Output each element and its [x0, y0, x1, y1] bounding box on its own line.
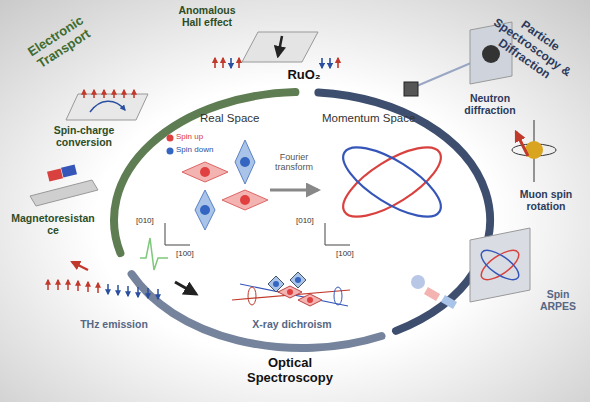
axis-label: [010] — [136, 216, 166, 225]
panel-title: Real Space — [200, 112, 280, 125]
method-label: Magnetoresistance — [10, 212, 96, 236]
magnet-device — [30, 164, 98, 206]
muon-sphere — [512, 120, 556, 182]
axes — [165, 223, 350, 245]
spin-legend: Spin down — [176, 145, 226, 154]
fourier-arrow — [270, 189, 318, 192]
method-label: Anomalous Hall effect — [170, 4, 244, 28]
method-label: X-ray dichroism — [236, 318, 348, 330]
axis-label: [100] — [176, 249, 206, 258]
section-title: Particle Spectroscopy & Diffraction — [481, 3, 583, 92]
spin-charge-device — [66, 90, 148, 120]
transport-arc — [114, 92, 295, 253]
particle-arc — [318, 93, 490, 331]
arpes-panel — [411, 228, 530, 309]
optical-arc — [132, 274, 382, 348]
section-title: Electronic Transport — [12, 4, 109, 81]
xray-crystal — [232, 272, 350, 306]
arrow-label: Fourier transform — [266, 152, 322, 173]
panel-title: Momentum Space — [322, 112, 418, 125]
method-label: Spin ARPES — [532, 288, 584, 312]
method-label: Muon spin rotation — [510, 188, 582, 212]
thz-spins — [48, 238, 196, 299]
method-label: THz emission — [66, 318, 162, 330]
material-name: RuO₂ — [280, 68, 328, 83]
method-label: Spin-charge conversion — [36, 124, 132, 148]
section-title: Optical Spectroscopy — [240, 356, 340, 386]
spin-legend: Spin up — [176, 132, 226, 141]
fermi-surfaces — [333, 135, 450, 230]
hall-device — [215, 32, 338, 68]
real-space-lattice — [167, 135, 269, 231]
method-label: Neutron diffraction — [452, 92, 528, 116]
axis-label: [010] — [296, 216, 326, 225]
axis-label: [100] — [336, 249, 366, 258]
